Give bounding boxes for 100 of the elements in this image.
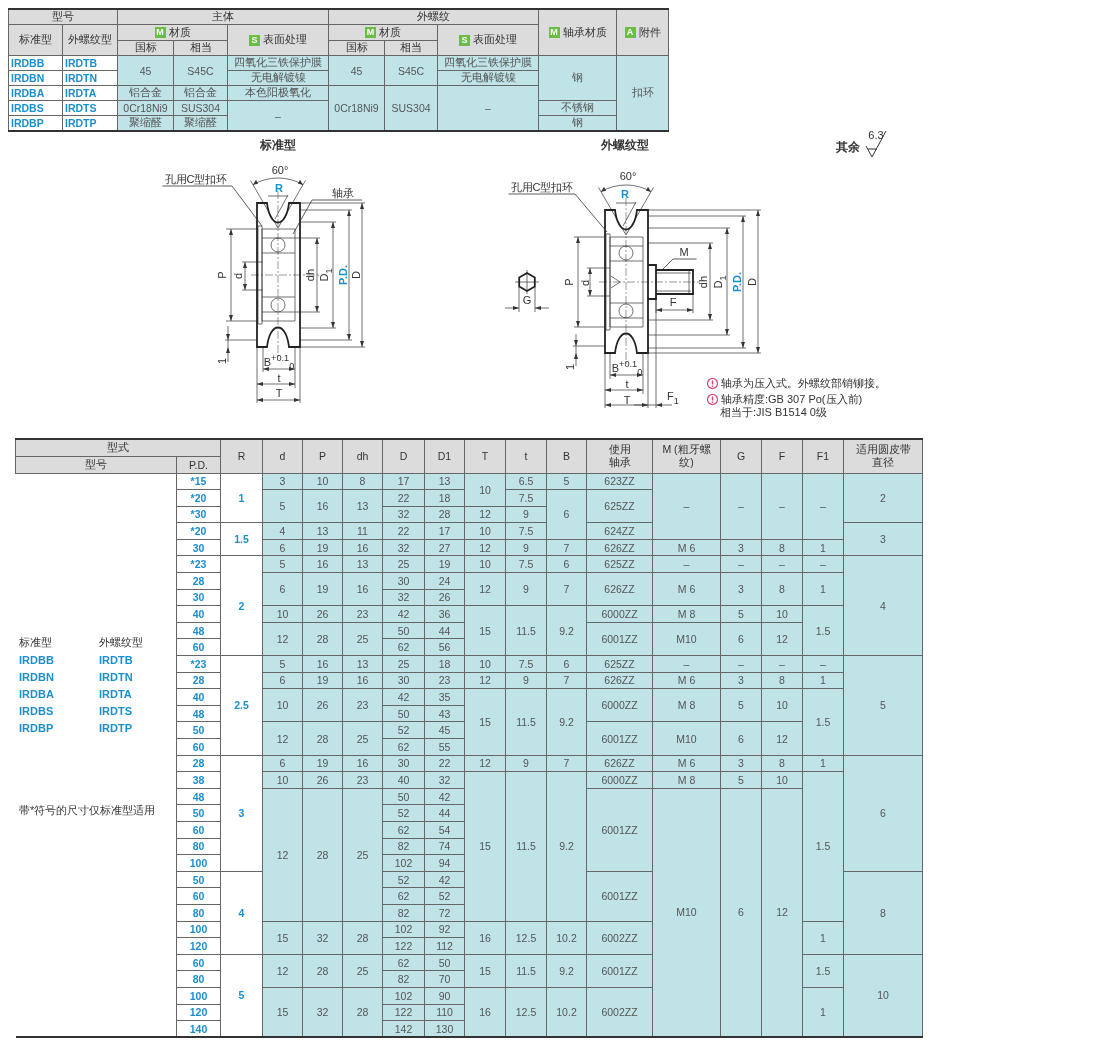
table-cell: M10 bbox=[652, 622, 721, 656]
table-cell: M10 bbox=[652, 721, 721, 756]
table-cell: 9.2 bbox=[546, 771, 587, 922]
table-cell: M 8 bbox=[652, 688, 721, 722]
part-number: IRDBS bbox=[19, 705, 54, 718]
view-title: 标准型 bbox=[260, 139, 296, 153]
part-number: IRDBN bbox=[19, 671, 54, 684]
table-cell: M10 bbox=[652, 788, 721, 1038]
table-cell: 1.5 bbox=[802, 688, 844, 756]
dimension-label: G bbox=[522, 293, 532, 307]
dimension-label: P bbox=[215, 271, 229, 279]
table-cell: 10 bbox=[464, 473, 506, 507]
table-cell: 6002ZZ bbox=[586, 987, 653, 1038]
letter-badge: M bbox=[548, 27, 560, 39]
part-number: IRDBA bbox=[19, 688, 54, 701]
table-cell: 11.5 bbox=[505, 688, 547, 756]
callout-label: 轴承 bbox=[332, 186, 354, 200]
header-cell: t bbox=[505, 439, 547, 473]
column-heading: 标准型 bbox=[19, 636, 52, 649]
callout-label: 孔用C型扣环 bbox=[510, 180, 574, 194]
table-cell: 2 bbox=[220, 555, 263, 656]
table-cell: 6 bbox=[546, 489, 587, 540]
table-cell: 15 bbox=[464, 605, 506, 656]
letter-badge: A bbox=[624, 27, 636, 39]
table-cell: 15 bbox=[464, 954, 506, 988]
part-number: IRDTP bbox=[99, 722, 132, 735]
dimension-label: 1 bbox=[563, 363, 577, 371]
table-cell: S45C bbox=[384, 55, 438, 86]
part-number: IRDBP bbox=[19, 722, 54, 735]
dimension-label: T bbox=[623, 393, 631, 407]
dimension-label: 1 bbox=[215, 357, 229, 365]
table-cell: 1 bbox=[802, 987, 844, 1038]
table-cell: 32 bbox=[302, 987, 343, 1038]
letter-badge: M bbox=[365, 27, 377, 39]
table-cell: 0Cr18Ni9 bbox=[328, 85, 385, 131]
table-cell: 15 bbox=[464, 771, 506, 922]
note-text: 轴承为压入式。外螺纹部销铆接。 bbox=[721, 376, 886, 391]
table-cell: 626ZZ bbox=[586, 572, 653, 606]
dimension-label: t bbox=[625, 377, 629, 391]
roughness-value: 6.3 bbox=[868, 128, 884, 142]
table-cell: 15 bbox=[262, 987, 303, 1038]
table-cell: 12 bbox=[262, 788, 303, 922]
table-cell: 12 bbox=[464, 572, 506, 606]
table-cell: 10.2 bbox=[546, 987, 587, 1038]
table-cell: 钢 bbox=[538, 55, 617, 101]
dimension-label: D bbox=[745, 278, 759, 286]
part-number: IRDTA bbox=[99, 688, 132, 701]
header-cell: M (粗牙螺纹) bbox=[652, 439, 721, 473]
table-cell: 28 bbox=[342, 987, 383, 1038]
table-cell: 15 bbox=[464, 688, 506, 756]
table-cell: 1.5 bbox=[802, 605, 844, 656]
table-cell: 3 bbox=[220, 755, 263, 872]
part-number: IRDBB bbox=[19, 654, 54, 667]
note-text: 相当于:JIS B1514 0级 bbox=[720, 405, 827, 420]
table-cell: 28 bbox=[302, 788, 343, 922]
leader-line bbox=[662, 258, 697, 270]
table-cell: 扣环 bbox=[616, 55, 669, 131]
table-cell: 4 bbox=[843, 555, 923, 656]
table-cell: 10 bbox=[843, 954, 923, 1038]
table-cell: 6001ZZ bbox=[586, 788, 653, 872]
dimension-label: P bbox=[562, 278, 576, 286]
dimension-label: 60° bbox=[619, 169, 637, 183]
dimension-label: t bbox=[277, 371, 281, 385]
table-cell: SUS304 bbox=[384, 85, 438, 131]
header-cell: R bbox=[220, 439, 263, 473]
header-cell: F1 bbox=[802, 439, 844, 473]
header-cell: T bbox=[464, 439, 506, 473]
table-cell: 16 bbox=[464, 921, 506, 955]
table-cell: 25 bbox=[342, 788, 383, 922]
header-text: 材质 bbox=[379, 25, 402, 38]
table-cell: 16 bbox=[464, 987, 506, 1038]
table-cell: 5 bbox=[220, 954, 263, 1038]
header-text: 表面处理 bbox=[263, 33, 307, 45]
table-cell: 6002ZZ bbox=[586, 921, 653, 955]
footnote-text: 带*符号的尺寸仅标准型适用 bbox=[19, 804, 156, 817]
table-cell: 625ZZ bbox=[586, 489, 653, 523]
header-cell: 外螺纹 bbox=[328, 9, 539, 25]
leader-line bbox=[162, 185, 263, 227]
dimension-label: R bbox=[275, 181, 283, 195]
dimension-label: d bbox=[578, 279, 592, 287]
dimension-label: F$_{1}$ bbox=[667, 390, 679, 406]
callout-label: M bbox=[679, 245, 689, 259]
table-cell: 45 bbox=[117, 55, 174, 86]
header-text: 材质 bbox=[168, 25, 191, 38]
dimension-label: 60° bbox=[271, 163, 289, 177]
dimension-label: D bbox=[349, 271, 363, 279]
table-cell: 6001ZZ bbox=[586, 721, 653, 756]
table-cell: 6001ZZ bbox=[586, 871, 653, 922]
header-cell: 型号 bbox=[8, 9, 118, 25]
table-cell: 45 bbox=[328, 55, 385, 86]
header-cell: F bbox=[761, 439, 803, 473]
header-cell: 主体 bbox=[117, 9, 329, 25]
table-cell: – bbox=[761, 473, 803, 540]
table-cell: 3 bbox=[843, 522, 923, 556]
column-heading: 外螺纹型 bbox=[99, 636, 143, 649]
part-number: IRDTS bbox=[99, 705, 132, 718]
leader-line bbox=[508, 193, 608, 233]
table-cell: 5 bbox=[843, 655, 923, 756]
table-cell: 11.5 bbox=[505, 771, 547, 922]
part-number: IRDTB bbox=[99, 654, 133, 667]
